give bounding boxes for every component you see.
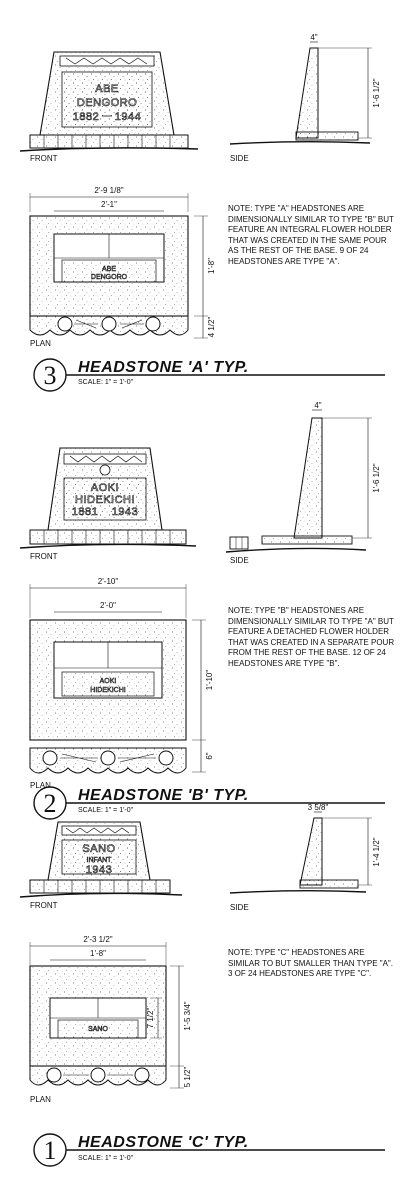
type-a-side-view: 4" 1'-6 1/2" SIDE [229,33,381,163]
type-b-side-label: SIDE [230,556,249,565]
type-c-inscription-line-3: 1943 [86,864,112,876]
type-a-plan-inscription-1: ABE [102,266,116,273]
type-c-title-block: 1 HEADSTONE 'C' TYP. SCALE: 1" = 1'-0" [33,1133,385,1167]
type-b-flower-holder-icon [100,750,116,766]
type-c-overall-width: 2'-3 1/2" [83,935,112,944]
type-b-height-dimension: 1'-6 1/2" [372,463,381,492]
type-a-flower-holder-icon [57,316,73,332]
type-a-plan-view: 2'-9 1/8" 2'-1" ABE DENGORO 1'-8" 4 1/2"… [29,186,216,348]
type-b-flower-holder-icon [42,750,58,766]
type-c-base-dimension: 5 1/2" [183,1067,192,1088]
type-b-depth-dimension: 1'-10" [205,670,214,691]
type-b-top-thickness: 4" [314,401,321,410]
type-b-plan-inscription-1: AOKI [100,678,117,685]
type-b-plan-view: 2'-10" 2'-0" AOKI HIDEKICHI 1'-10" 6" PL… [29,577,214,790]
type-c-scale: SCALE: 1" = 1'-0" [78,1155,134,1162]
type-c-top-thickness: 3 5/8" [308,803,329,812]
type-c-note: NOTE: TYPE "C" HEADSTONES ARE SIMILAR TO… [228,948,393,978]
type-c-side-label: SIDE [230,903,249,912]
type-a-scale: SCALE: 1" = 1'-0" [78,379,134,386]
type-b-crest-icon [63,453,147,465]
type-b-base-dimension: 6" [205,752,214,759]
type-c-height-dimension: 1'-4 1/2" [372,837,381,866]
type-a-flower-holder-icon [101,316,117,332]
type-c-plan-inscription-1: SANO [88,1026,108,1033]
type-a-inscription-line-4: 1944 [115,111,141,123]
type-b-inscription-line-2: HIDEKICHI [75,494,135,506]
type-c-holder-dimension: 7 1/2" [146,1008,155,1029]
type-b-side-view: 4" 1'-6 1/2" SIDE [225,401,381,565]
type-c-front-label: FRONT [30,901,58,910]
type-c-front-view: SANO INFANT 1943 FRONT [19,821,183,910]
type-b-note: NOTE: TYPE "B" HEADSTONES ARE DIMENSIONA… [228,606,395,668]
type-b-title: HEADSTONE 'B' TYP. [78,787,249,804]
type-a-title-block: 3 HEADSTONE 'A' TYP. SCALE: 1" = 1'-0" [33,358,385,392]
type-b-inscription-line-4: 1943 [112,506,138,518]
type-b-scale: SCALE: 1" = 1'-0" [78,807,134,814]
type-a-plan-inscription-2: DENGORO [91,274,128,281]
type-b-inscription-line-3: 1881 [72,506,98,518]
type-c-flower-holder-icon [90,1067,106,1083]
type-c-side-view: 3 5/8" 1'-4 1/2" SIDE [229,803,381,912]
type-b-front-view: AOKI HIDEKICHI 1881 1943 FRONT [19,447,197,561]
type-b-plan-label: PLAN [30,781,51,790]
type-b-emblem-icon [99,464,111,476]
type-b-front-label: FRONT [30,552,58,561]
type-b-inner-width: 2'-0" [100,601,116,610]
type-b-flower-holder-icon [158,750,174,766]
type-c-plan-view: 2'-3 1/2" 1'-8" SANO 7 1/2" 1'-5 3/4" 5 … [29,935,192,1104]
type-a-inscription-line-1: ABE [95,83,119,95]
type-a-overall-width: 2'-9 1/8" [94,186,123,195]
type-b-detail-number: 2 [44,789,57,818]
type-a-inner-width: 2'-1" [101,200,117,209]
type-a-depth-dimension: 1'-8" [207,258,216,274]
type-c-crest-icon [61,825,137,836]
type-c-plan-label: PLAN [30,1095,51,1104]
type-a-height-dimension: 1'-6 1/2" [372,78,381,107]
type-a-plan-label: PLAN [30,339,51,348]
type-b-overall-width: 2'-10" [98,577,119,586]
type-c-inscription-line-2: INFANT [87,857,113,864]
type-b-inscription-line-1: AOKI [91,482,119,494]
type-c-detail-number: 1 [44,1136,57,1165]
type-a-front-label: FRONT [30,154,58,163]
type-b-detached-holder-icon [229,536,249,550]
type-c-depth-dimension: 1'-5 3/4" [183,1001,192,1030]
type-a-top-thickness: 4" [310,33,317,42]
type-c-inscription-line-1: SANO [82,843,115,855]
type-a-note: NOTE: TYPE "A" HEADSTONES ARE DIMENSIONA… [228,204,394,266]
type-a-flower-holder-icon [145,316,161,332]
type-c-inner-width: 1'-8" [90,949,106,958]
type-a-inscription-line-3: 1882 [73,111,99,123]
type-a-base-dimension: 4 1/2" [207,317,216,338]
type-b-title-block: 2 HEADSTONE 'B' TYP. SCALE: 1" = 1'-0" [33,786,385,820]
type-a-title: HEADSTONE 'A' TYP. [78,359,249,376]
type-a-inscription-line-2: DENGORO [77,97,137,109]
type-b-plan-inscription-2: HIDEKICHI [90,687,125,694]
type-c-flower-holder-icon [46,1067,62,1083]
type-c-flower-holder-icon [134,1067,150,1083]
type-a-side-label: SIDE [230,154,249,163]
type-a-detail-number: 3 [44,361,57,390]
type-a-front-view: ABE DENGORO 1882 1944 FRONT [19,51,199,163]
type-c-title: HEADSTONE 'C' TYP. [78,1134,249,1151]
